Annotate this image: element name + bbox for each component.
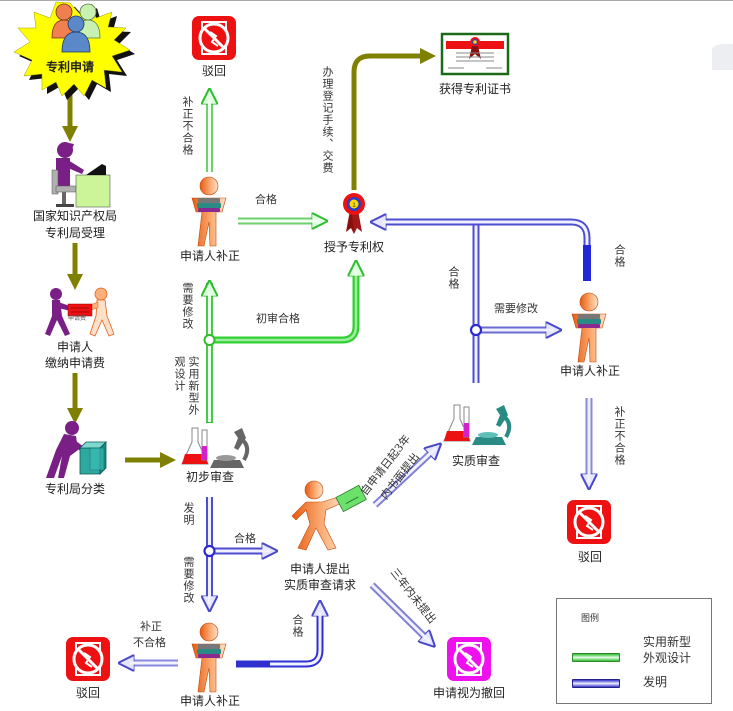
legend: 图例 实用新型 外观设计 发明	[556, 598, 712, 704]
blue-junction-substantive	[469, 323, 483, 337]
node-reject-right-label: 驳回	[577, 550, 602, 564]
top-border	[0, 0, 733, 1]
edge-label-correct-fail-right: 补正不合格	[613, 406, 626, 466]
lab-microscope-icon-substantive	[443, 404, 512, 445]
person-with-books-icon-top	[191, 176, 227, 247]
blue-solid-segment	[583, 245, 591, 281]
edge-label-correct-fail-top: 补正不合格	[181, 96, 194, 156]
edge-label-prelim-pass-invention: 合格	[234, 532, 256, 545]
legend-swatch-utility-design	[572, 653, 620, 662]
legend-label-utility-design-line1: 实用新型	[643, 635, 692, 649]
node-correct-top-label: 申请人补正	[179, 249, 240, 263]
edge-label-correct-pass-right: 合格	[613, 244, 626, 268]
fee-icon-caption: 申请费	[68, 315, 87, 322]
node-prelim-exam-label: 初步审查	[185, 470, 234, 484]
people-group-icon	[13, 1, 135, 100]
edge-label-invention: 发明	[182, 502, 195, 526]
legend-title: 图例	[581, 614, 600, 624]
walking-person-document-icon	[291, 480, 367, 551]
edge-label-utility-design: 实用新型外观设计	[173, 356, 200, 416]
node-grant-label: 授予专利权	[323, 240, 384, 254]
reject-icon-bottom	[66, 637, 110, 681]
person-with-books-icon-right	[571, 292, 607, 363]
edge-label-register-fee: 办理登记手续、交费	[321, 66, 334, 174]
svg-text:1: 1	[352, 203, 356, 209]
main-flow-arrows	[61, 47, 437, 469]
node-accept-label-line2: 专利局受理	[44, 226, 105, 240]
node-substantive-exam-label: 实质审查	[451, 454, 500, 468]
node-correct-right-label: 申请人补正	[559, 364, 620, 378]
edge-label-substantive-fix: 需要修改	[494, 302, 538, 315]
blue-junction-prelim	[203, 544, 216, 558]
node-request-exam-label-line2: 实质审查请求	[283, 578, 356, 592]
invention-lines	[128, 222, 591, 664]
reject-icon-top	[192, 16, 236, 60]
arrow-grant-to-certificate	[351, 47, 437, 190]
edge-label-needs-fix-top: 需要修改	[181, 282, 194, 330]
person-boxes-icon	[46, 421, 107, 478]
node-reject-top-label: 驳回	[201, 64, 226, 78]
edge-label-correct-pass-top: 合格	[255, 193, 277, 206]
legend-label-utility-design-line2: 外观设计	[643, 651, 692, 665]
edge-label-correct-pass-bottom: 合格	[291, 614, 304, 638]
node-pay-fee-label-line2: 缴纳申请费	[44, 356, 105, 370]
withdrawn-icon	[447, 637, 491, 681]
reject-icon-right	[567, 500, 611, 544]
green-junction	[203, 334, 216, 346]
fee-handover-icon	[45, 287, 115, 337]
node-withdrawn-label: 申请视为撤回	[432, 686, 505, 700]
edge-label-correct-fail-bottom-line2: 不合格	[133, 636, 166, 649]
award-ribbon-icon: 1	[343, 193, 365, 234]
legend-swatch-invention	[572, 679, 620, 688]
lab-microscope-icon-prelim	[181, 427, 250, 468]
edge-label-needs-fix-invention: 需要修改	[182, 556, 195, 604]
node-pay-fee-label-line1: 申请人	[56, 340, 93, 354]
node-accept-label-line1: 国家知识产权局	[32, 209, 117, 223]
node-certificate-label: 获得专利证书	[438, 82, 511, 96]
node-reject-bottom-label: 驳回	[75, 686, 100, 700]
edge-label-substantive-pass: 合格	[447, 266, 460, 290]
clerk-at-desk-icon	[51, 142, 111, 208]
node-request-exam-label-line1: 申请人提出	[289, 562, 350, 576]
certificate-icon	[440, 32, 510, 76]
node-correct-bottom-label: 申请人补正	[179, 694, 240, 708]
corner-tab	[712, 44, 733, 70]
edge-label-correct-fail-bottom-line1: 补正	[140, 620, 162, 633]
node-start-label: 专利申请	[45, 60, 94, 74]
node-classify-label: 专利局分类	[44, 482, 105, 496]
legend-label-invention: 发明	[643, 675, 668, 689]
person-with-books-icon-bottom	[191, 622, 227, 693]
utility-design-lines	[205, 98, 357, 423]
edge-label-prelim-pass: 初审合格	[256, 312, 300, 325]
